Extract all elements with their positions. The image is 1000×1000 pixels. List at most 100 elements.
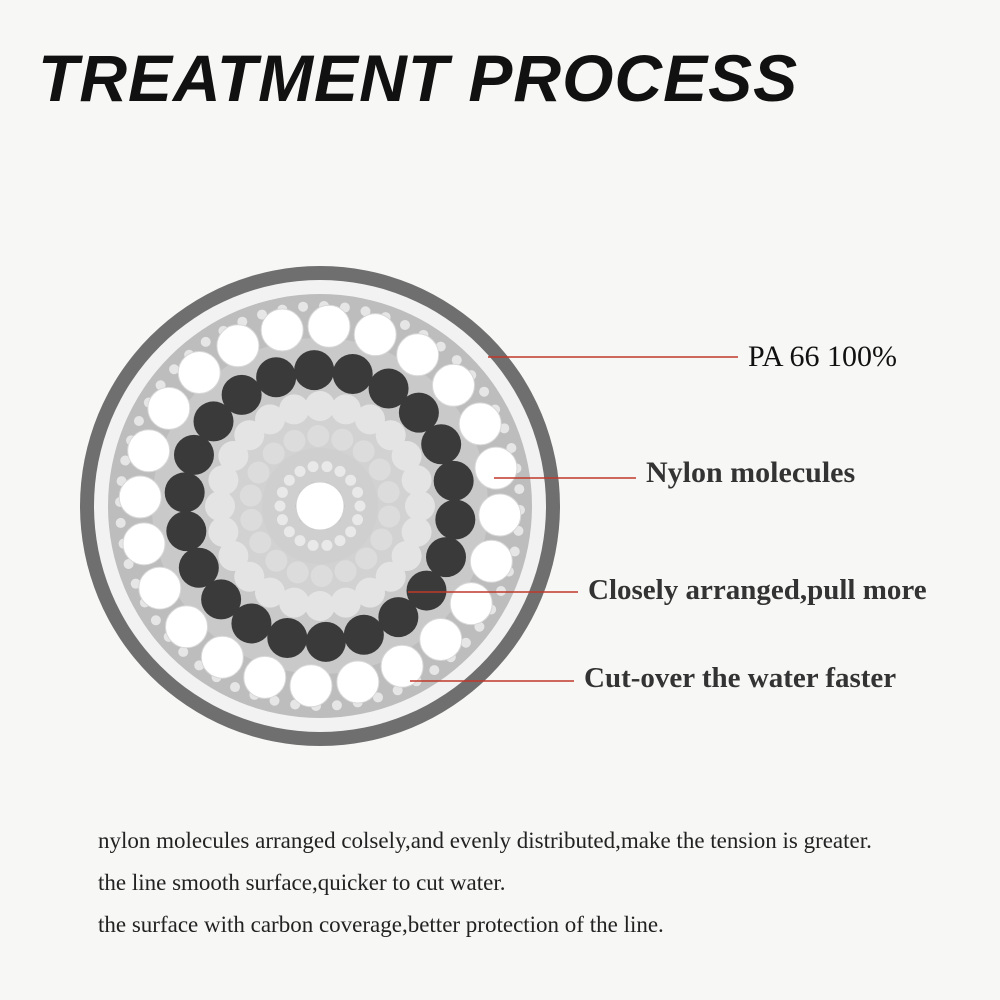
outer-dot <box>200 336 211 347</box>
callout-closely-arranged: Closely arranged,pull more <box>588 574 927 606</box>
core-dot <box>282 473 296 487</box>
white-molecule <box>260 308 304 352</box>
callout-nylon-molecules: Nylon molecules <box>646 456 856 489</box>
pale-molecule <box>279 587 310 618</box>
core-dot <box>275 513 289 527</box>
pale-molecule <box>355 577 385 608</box>
note-line: the surface with carbon coverage,better … <box>98 912 664 937</box>
outer-dot <box>115 517 126 528</box>
white-molecule <box>307 304 351 348</box>
pale-molecule <box>208 516 239 547</box>
dark-molecule <box>178 547 219 588</box>
outer-dot <box>392 685 403 696</box>
core-dot <box>306 460 320 474</box>
outer-dot <box>298 301 309 312</box>
pale-molecule-inner <box>307 425 330 448</box>
dark-molecule <box>164 472 205 513</box>
white-molecule <box>474 446 518 490</box>
pale-molecule <box>208 465 239 496</box>
pale-molecule <box>305 391 335 421</box>
callout-cut-over-water: Cut-over the water faster <box>584 662 897 694</box>
dark-molecule <box>221 374 262 415</box>
dark-molecule <box>421 424 462 465</box>
dark-molecule <box>378 597 419 638</box>
callout-pa66: PA 66 100% <box>748 340 897 373</box>
core-dot <box>333 464 347 478</box>
note-line: the line smooth surface,quicker to cut w… <box>98 870 506 895</box>
outer-dot <box>496 585 507 596</box>
white-molecule <box>431 363 475 407</box>
white-molecule <box>200 635 244 679</box>
dark-molecule <box>294 350 335 391</box>
core-dot <box>293 464 307 478</box>
white-molecule <box>127 429 171 473</box>
pale-molecule <box>218 441 249 471</box>
outer-dot <box>451 355 462 366</box>
outer-dot <box>514 484 525 495</box>
outer-dot <box>509 546 520 557</box>
white-molecule <box>380 644 424 688</box>
dark-molecule <box>435 499 476 540</box>
pale-molecule <box>218 541 249 571</box>
outer-dot <box>479 386 490 397</box>
pale-molecule-inner <box>310 564 333 587</box>
white-molecule <box>118 475 162 519</box>
outer-dot <box>120 455 131 466</box>
outer-dot <box>123 558 134 569</box>
pale-molecule <box>391 441 422 471</box>
dark-molecule <box>267 618 308 659</box>
pale-molecule <box>375 420 406 451</box>
outer-dot <box>399 319 410 330</box>
dark-molecule <box>256 357 297 398</box>
white-molecule <box>216 324 260 368</box>
white-molecule <box>243 655 287 699</box>
leader-lines <box>408 356 738 682</box>
dark-molecule <box>201 579 242 620</box>
core-dot <box>320 460 334 474</box>
white-molecule <box>469 539 513 583</box>
white-molecule <box>336 660 380 704</box>
outer-dot <box>360 306 371 317</box>
pale-molecule-inner <box>249 531 272 554</box>
outer-dot <box>178 646 189 657</box>
outer-dot <box>499 423 510 434</box>
outer-dot <box>133 416 144 427</box>
pale-molecule-inner <box>368 458 391 481</box>
dark-molecule <box>173 434 214 475</box>
outer-dot <box>460 637 471 648</box>
pale-molecule <box>330 394 361 425</box>
outer-dot <box>230 682 241 693</box>
pale-molecule <box>279 394 310 425</box>
core-dot <box>353 499 367 513</box>
pale-molecule-inner <box>286 561 309 584</box>
pale-molecule-inner <box>378 505 401 528</box>
pale-molecule <box>305 591 335 621</box>
outer-dot <box>429 665 440 676</box>
pale-molecule <box>355 404 385 435</box>
pale-molecule-inner <box>283 429 306 452</box>
pale-molecule-inner <box>265 549 288 572</box>
dark-molecule <box>332 353 373 394</box>
white-molecule <box>289 664 333 708</box>
pale-molecule <box>401 465 432 496</box>
white-molecule <box>177 351 221 395</box>
core-dot <box>344 525 358 539</box>
outer-dot <box>331 700 342 711</box>
outer-dot <box>150 615 161 626</box>
pale-molecule-inner <box>377 481 400 504</box>
dark-molecule <box>305 621 346 662</box>
core-dot <box>275 485 289 499</box>
core-dot <box>333 534 347 548</box>
pale-molecule-inner <box>352 440 375 463</box>
outer-dot <box>257 309 268 320</box>
core-dot <box>293 534 307 548</box>
white-molecule <box>353 313 397 357</box>
page-title: TREATMENT PROCESS <box>38 41 799 115</box>
pale-molecule-inner <box>262 442 285 465</box>
pale-molecule-inner <box>239 484 262 507</box>
pale-molecule <box>255 404 285 435</box>
outer-dot <box>372 692 383 703</box>
pale-molecule <box>234 420 265 451</box>
note-line: nylon molecules arranged colsely,and eve… <box>98 828 872 853</box>
